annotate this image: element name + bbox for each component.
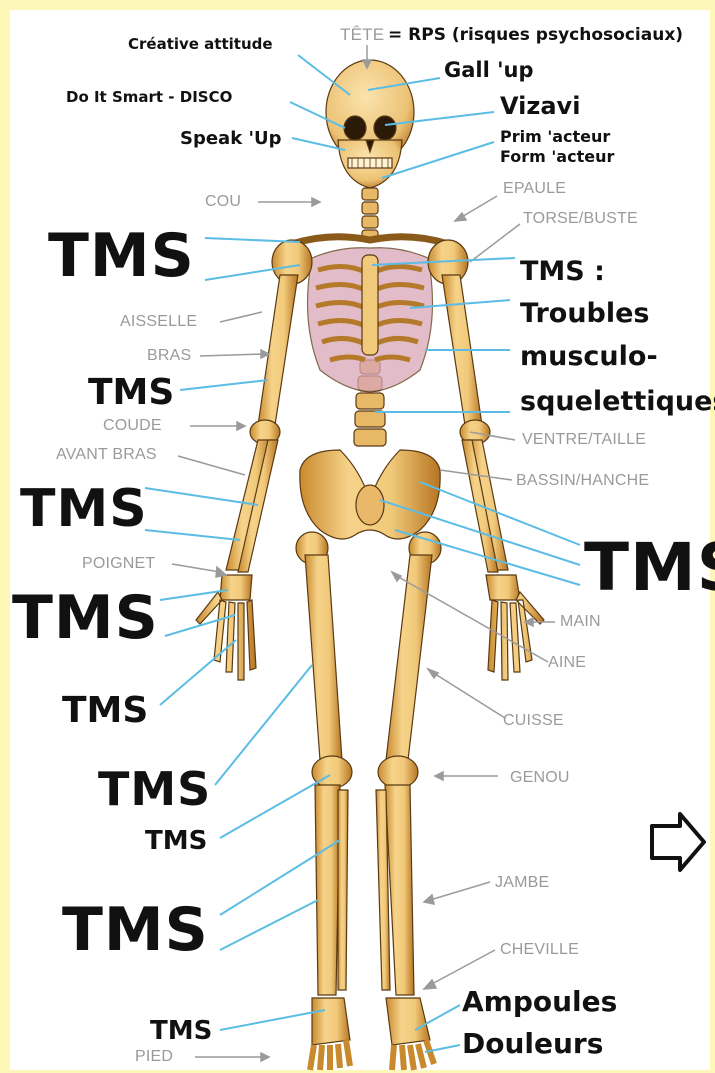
label-jambe: JAMBE [495, 875, 549, 891]
label-bras: BRAS [147, 348, 191, 364]
definition-line-3: musculo- [520, 343, 658, 370]
label-cheville: CHEVILLE [500, 942, 579, 958]
label-poignet: POIGNET [82, 556, 155, 572]
program-form-acteur: Form 'acteur [500, 149, 614, 165]
left-arm [196, 240, 312, 680]
program-creative-attitude: Créative attitude [128, 37, 273, 52]
program-vizavi: Vizavi [500, 94, 580, 118]
pelvis [300, 450, 440, 539]
program-speakup: Speak 'Up [180, 130, 281, 148]
skeleton-figure [196, 60, 544, 1070]
label-cou: COU [205, 194, 241, 210]
program-prim-acteur: Prim 'acteur [500, 129, 610, 145]
label-main: MAIN [560, 614, 601, 630]
label-pied: PIED [135, 1049, 173, 1065]
label-epaule: EPAULE [503, 181, 566, 197]
label-ventre-taille: VENTRE/TAILLE [522, 432, 646, 448]
tms-label-shoulder: TMS [48, 226, 195, 286]
left-leg [296, 532, 352, 1070]
definition-line-1: TMS : [520, 258, 605, 285]
tete-label: TÊTE [340, 26, 384, 43]
label-bassin-hanche: BASSIN/HANCHE [516, 473, 649, 489]
right-arrow-icon [652, 814, 704, 870]
label-genou: GENOU [510, 770, 570, 786]
label-torse-buste: TORSE/BUSTE [523, 211, 638, 227]
tms-label-arm: TMS [88, 375, 174, 411]
right-leg [376, 532, 441, 1070]
definition-line-4: squelettiques [520, 388, 715, 415]
foot-note-ampoules: Ampoules [462, 988, 617, 1016]
label-avant-bras: AVANT BRAS [56, 447, 157, 463]
tms-label-pelvis: TMS [584, 535, 715, 601]
label-aine: AINE [548, 655, 586, 671]
rps-label: = RPS (risques psychosociaux) [388, 27, 683, 44]
tms-label-knee: TMS [145, 828, 207, 854]
label-coude: COUDE [103, 418, 162, 434]
tms-label-forearm: TMS [20, 483, 148, 535]
tms-label-leg: TMS [62, 900, 209, 960]
foot-note-douleurs: Douleurs [462, 1030, 603, 1058]
tms-label-hand: TMS [62, 693, 148, 729]
label-aisselle: AISSELLE [120, 314, 197, 330]
definition-line-2: Troubles [520, 300, 650, 327]
label-cuisse: CUISSE [503, 713, 564, 729]
program-disco: Do It Smart - DISCO [66, 90, 232, 105]
rib-cage [308, 248, 433, 392]
tms-label-wrist: TMS [12, 588, 159, 648]
program-gallup: Gall 'up [444, 60, 534, 81]
tms-label-foot: TMS [150, 1018, 212, 1044]
tms-label-thigh: TMS [98, 766, 211, 812]
